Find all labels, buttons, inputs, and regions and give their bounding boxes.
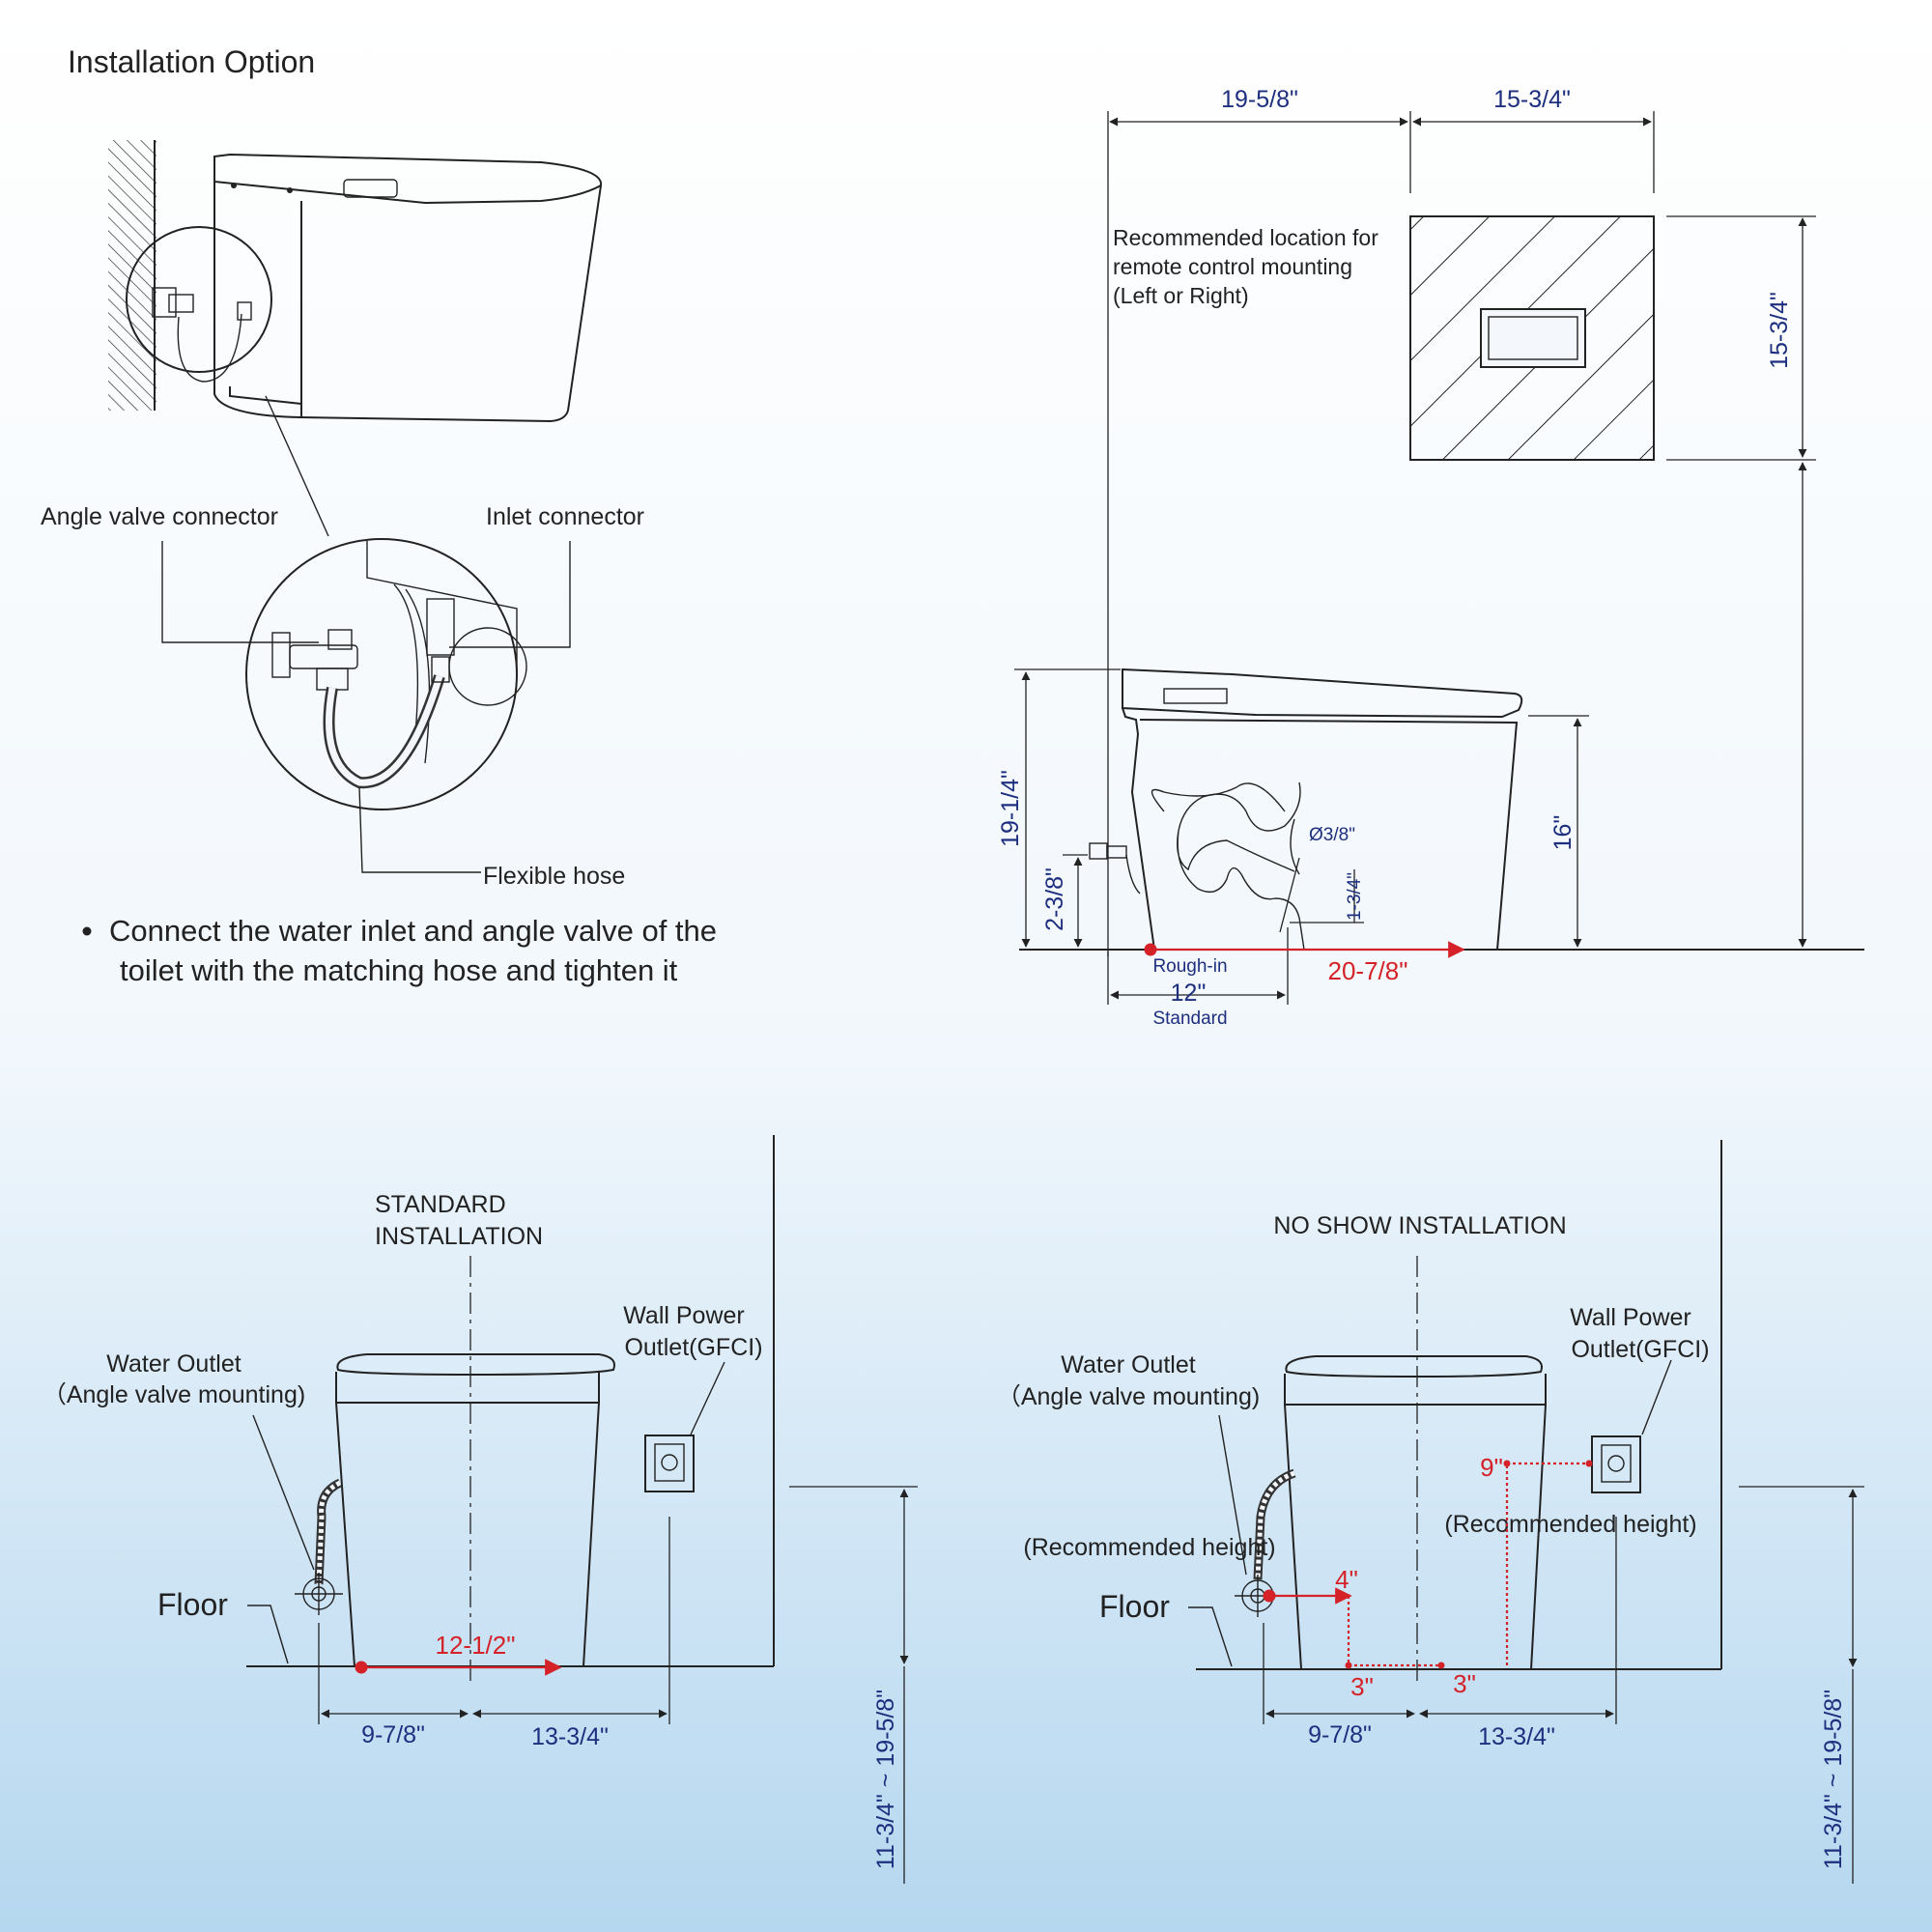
standard-left-offset: 9-7/8" — [361, 1721, 425, 1748]
top-width-right-label: 15-3/4" — [1493, 86, 1571, 113]
standard-outlet-height: 11-3/4" ~ 19-5/8" — [872, 1690, 899, 1869]
no-show-left-gap: 3" — [1350, 1672, 1374, 1701]
top-width-left-label: 19-5/8" — [1221, 86, 1298, 113]
connector-detail-zoom — [245, 538, 527, 810]
no-show-power-outlet — [1591, 1435, 1641, 1493]
instruction-line-1: Connect the water inlet and angle valve … — [109, 914, 717, 948]
standard-power-line-1: Wall Power — [623, 1302, 745, 1329]
instruction-line-2: toilet with the matching hose and tighte… — [120, 953, 678, 987]
top-width-dimensions — [1107, 111, 1655, 956]
standard-floor-label: Floor — [157, 1587, 228, 1622]
rough-in-label: Rough-in — [1152, 956, 1227, 977]
no-show-red-dimensions — [1263, 1460, 1593, 1669]
overall-height-label: 19-1/4" — [997, 770, 1024, 847]
standard-dimensions — [318, 1486, 918, 1884]
angle-valve-callout: Angle valve connector — [41, 503, 278, 530]
no-show-leaders — [1188, 1359, 1672, 1667]
standard-power-outlet — [644, 1435, 695, 1492]
remote-note-line-3: (Left or Right) — [1113, 283, 1249, 308]
no-show-outlet-height: 11-3/4" ~ 19-5/8" — [1820, 1690, 1847, 1869]
rough-in-dimension — [1107, 927, 1465, 1005]
remote-mounting-zone — [1409, 215, 1655, 461]
standard-title-line-1: STANDARD — [375, 1191, 506, 1218]
standard-water-outlet-line-2: （Angle valve mounting) — [43, 1381, 305, 1408]
remote-note-line-1: Recommended location for — [1113, 225, 1378, 250]
no-show-left-offset: 9-7/8" — [1308, 1721, 1372, 1748]
no-show-power-height: 9" — [1480, 1453, 1503, 1482]
toilet-perspective-illustration — [108, 140, 603, 537]
standard-right-offset: 13-3/4" — [531, 1723, 609, 1750]
standard-leaders — [247, 1361, 725, 1664]
toilet-side-profile — [1019, 668, 1864, 951]
no-show-water-outlet-line-1: Water Outlet — [1061, 1351, 1195, 1378]
inlet-diameter-label: Ø3/8" — [1309, 825, 1355, 845]
no-show-recommended-left: (Recommended height) — [1023, 1534, 1275, 1561]
standard-title-line-2: INSTALLATION — [375, 1223, 543, 1250]
no-show-floor-label: Floor — [1099, 1589, 1170, 1624]
no-show-power-line-1: Wall Power — [1570, 1304, 1691, 1331]
bullet-dot — [82, 926, 92, 936]
no-show-power-line-2: Outlet(GFCI) — [1571, 1336, 1709, 1363]
angle-valve-side — [1089, 842, 1141, 895]
depth-label: 20-7/8" — [1328, 956, 1408, 985]
no-show-dimensions — [1263, 1486, 1864, 1884]
no-show-valve-height: 4" — [1335, 1565, 1358, 1594]
no-show-right-gap: 3" — [1453, 1669, 1476, 1698]
no-show-front-view — [1196, 1140, 1722, 1686]
page-title: Installation Option — [68, 44, 315, 79]
rough-in-value: 12" — [1171, 980, 1207, 1007]
standard-power-line-2: Outlet(GFCI) — [624, 1334, 762, 1361]
no-show-right-offset: 13-3/4" — [1478, 1723, 1555, 1750]
inlet-height-label: 2-3/8" — [1041, 867, 1068, 931]
trap-offset-label: 1-3/4" — [1345, 872, 1365, 921]
standard-front-view — [246, 1135, 775, 1681]
side-view-height-dimensions — [1014, 668, 1589, 948]
standard-water-outlet-line-1: Water Outlet — [106, 1350, 241, 1378]
rough-in-standard: Standard — [1152, 1009, 1227, 1029]
remote-height-dimensions — [1666, 215, 1816, 948]
inlet-connector-callout: Inlet connector — [486, 503, 644, 530]
no-show-title: NO SHOW INSTALLATION — [1273, 1212, 1566, 1239]
remote-note-line-2: remote control mounting — [1113, 254, 1352, 279]
remote-height-label: 15-3/4" — [1766, 292, 1793, 369]
standard-center-to-inlet: 12-1/2" — [436, 1631, 516, 1660]
flexible-hose-callout: Flexible hose — [483, 863, 625, 890]
seat-height-label: 16" — [1549, 815, 1577, 851]
no-show-recommended-right: (Recommended height) — [1444, 1511, 1696, 1538]
no-show-water-outlet-line-2: （Angle valve mounting) — [997, 1383, 1260, 1410]
callout-leaders — [161, 541, 571, 873]
